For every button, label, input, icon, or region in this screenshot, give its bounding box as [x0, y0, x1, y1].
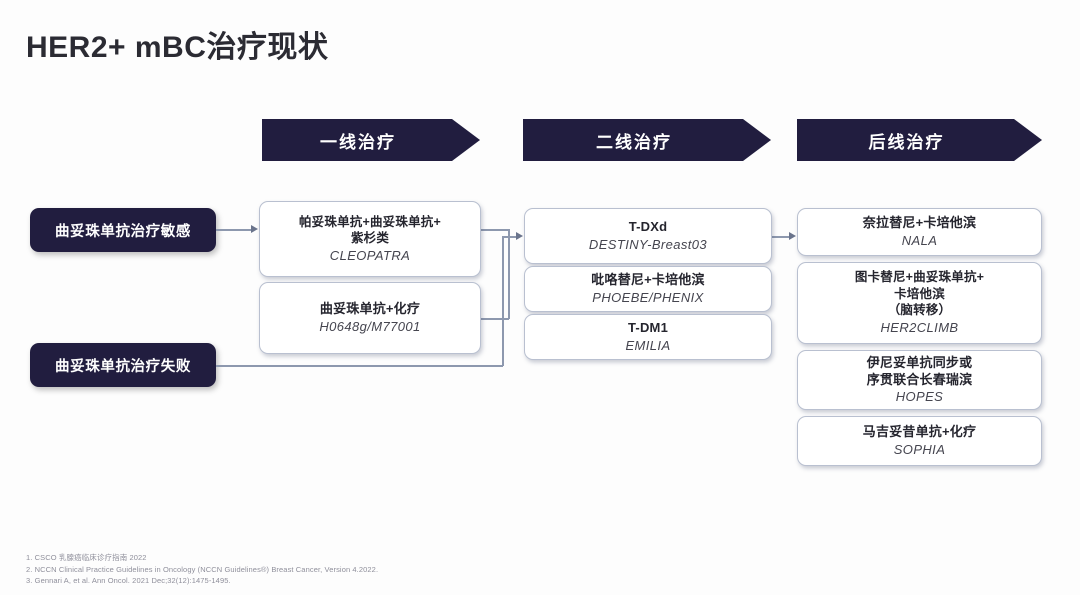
- treatment-drug-line-1: 马吉妥昔单抗+化疗: [862, 424, 977, 440]
- treatment-trial-name: DESTINY-Breast03: [588, 236, 708, 252]
- treatment-trial-name: HER2CLIMB: [880, 319, 959, 335]
- arrow-sensitive-to-firstline-icon: [251, 225, 258, 233]
- treatment-box-phoebe-phenix[interactable]: 吡咯替尼+卡培他滨 PHOEBE/PHENIX: [524, 266, 772, 312]
- connector-secondline-to-laterline: [772, 236, 790, 238]
- treatment-drug-line-3: （脑转移）: [887, 303, 952, 318]
- treatment-trial-name: EMILIA: [625, 337, 671, 353]
- connector-failed-bypass-horizontal: [216, 365, 503, 367]
- patient-group-sensitive: 曲妥珠单抗治疗敏感: [30, 208, 216, 252]
- treatment-drug-line-1: 奈拉替尼+卡培他滨: [862, 215, 977, 231]
- treatment-drug-line-2: 卡培他滨: [894, 286, 945, 301]
- footnote-item-2: 2. NCCN Clinical Practice Guidelines in …: [26, 564, 379, 574]
- footnote-item-1: 1. CSCO 乳腺癌临床诊疗指南 2022: [26, 553, 147, 563]
- banner-first-line-label: 一线治疗: [320, 132, 396, 152]
- patient-group-failed-label: 曲妥珠单抗治疗失败: [55, 358, 191, 375]
- footnote-list: 1. CSCO 乳腺癌临床诊疗指南 2022 2. NCCN Clinical …: [26, 552, 726, 587]
- page-title: HER2+ mBC治疗现状: [26, 31, 329, 64]
- banner-second-line: 二线治疗: [523, 119, 771, 161]
- treatment-box-t-dxd[interactable]: T-DXd DESTINY-Breast03: [524, 208, 772, 264]
- treatment-box-nala[interactable]: 奈拉替尼+卡培他滨 NALA: [797, 208, 1042, 256]
- connector-sensitive-to-firstline: [216, 229, 252, 231]
- treatment-drug-line-1: 帕妥珠单抗+曲妥珠单抗+: [298, 214, 441, 229]
- banner-first-line: 一线治疗: [262, 119, 480, 161]
- treatment-trial-name: NALA: [901, 232, 938, 248]
- treatment-box-h0648g[interactable]: 曲妥珠单抗+化疗 H0648g/M77001: [259, 282, 481, 354]
- treatment-box-her2climb[interactable]: 图卡替尼+曲妥珠单抗+ 卡培他滨 （脑转移） HER2CLIMB: [797, 262, 1042, 344]
- connector-cleopatra-right: [481, 229, 509, 231]
- treatment-drug-line-1: 曲妥珠单抗+化疗: [319, 301, 421, 317]
- patient-group-sensitive-label: 曲妥珠单抗治疗敏感: [55, 223, 191, 240]
- treatment-drug-line-2: 序贯联合长春瑞滨: [866, 372, 973, 388]
- banner-second-line-label: 二线治疗: [596, 132, 672, 152]
- treatment-drug-line-1: T-DXd: [628, 219, 668, 235]
- treatment-drug-line-1: T-DM1: [628, 320, 668, 336]
- treatment-drug-line-1: 吡咯替尼+卡培他滨: [591, 272, 705, 288]
- connector-failed-bypass-vertical: [502, 236, 504, 366]
- arrow-to-laterline-icon: [789, 232, 796, 240]
- connector-h0648g-right: [481, 318, 509, 320]
- patient-group-failed: 曲妥珠单抗治疗失败: [30, 343, 216, 387]
- treatment-drug-line-1: 图卡替尼+曲妥珠单抗+: [854, 270, 985, 285]
- banner-later-line-label: 后线治疗: [868, 132, 945, 152]
- treatment-trial-name: HOPES: [895, 389, 944, 405]
- treatment-trial-name: PHOEBE/PHENIX: [592, 289, 704, 305]
- treatment-box-sophia[interactable]: 马吉妥昔单抗+化疗 SOPHIA: [797, 416, 1042, 466]
- treatment-trial-name: H0648g/M77001: [319, 318, 421, 334]
- connector-to-secondline: [502, 236, 519, 238]
- connector-firstline-trunk: [508, 229, 510, 319]
- banner-later-line: 后线治疗: [797, 119, 1042, 161]
- arrow-to-secondline-icon: [516, 232, 523, 240]
- treatment-trial-name: CLEOPATRA: [329, 247, 411, 263]
- footnote-item-3: 3. Gennari A, et al. Ann Oncol. 2021 Dec…: [26, 576, 231, 586]
- treatment-trial-name: SOPHIA: [893, 441, 946, 457]
- treatment-box-hopes[interactable]: 伊尼妥单抗同步或 序贯联合长春瑞滨 HOPES: [797, 350, 1042, 410]
- treatment-box-cleopatra[interactable]: 帕妥珠单抗+曲妥珠单抗+ 紫杉类 CLEOPATRA: [259, 201, 481, 277]
- treatment-drug-line-2: 紫杉类: [350, 231, 390, 246]
- treatment-box-t-dm1[interactable]: T-DM1 EMILIA: [524, 314, 772, 360]
- treatment-drug-line-1: 伊尼妥单抗同步或: [866, 354, 973, 370]
